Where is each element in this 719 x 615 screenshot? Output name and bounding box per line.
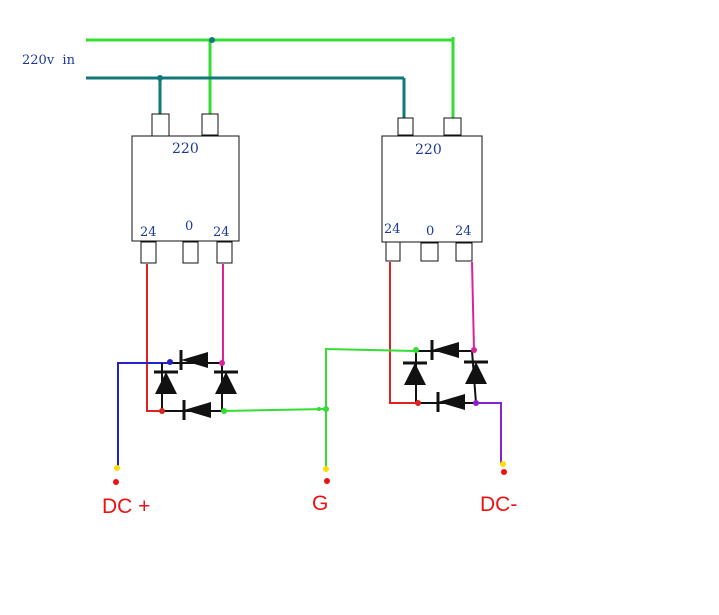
transformer-2: [381, 117, 483, 262]
ground-terminal: [323, 466, 330, 484]
t2-primary-label: 220: [415, 142, 442, 158]
bridge-1-nodes: [159, 359, 227, 414]
t1-sec-center-label: 0: [185, 219, 193, 234]
dc-minus-label: DC-: [480, 493, 517, 516]
input-label: 220v in: [22, 53, 76, 68]
bridge-2-wires: [325, 261, 502, 464]
t1-primary-label: 220: [172, 141, 199, 157]
ground-label: G: [312, 492, 328, 515]
ac-input-wires: [86, 37, 455, 118]
dc-plus-label: DC +: [102, 495, 150, 518]
dc-plus-terminal: [113, 465, 120, 485]
dc-minus-terminal: [500, 461, 507, 475]
transformer-1: [131, 113, 240, 264]
t2-sec-left-label: 24: [384, 222, 401, 237]
ground-wire: [317, 406, 329, 468]
bridge-2-nodes: [413, 347, 479, 406]
t1-sec-left-label: 24: [140, 225, 157, 240]
t2-sec-center-label: 0: [426, 224, 434, 239]
t2-sec-right-label: 24: [455, 224, 472, 239]
t1-sec-right-label: 24: [213, 225, 230, 240]
